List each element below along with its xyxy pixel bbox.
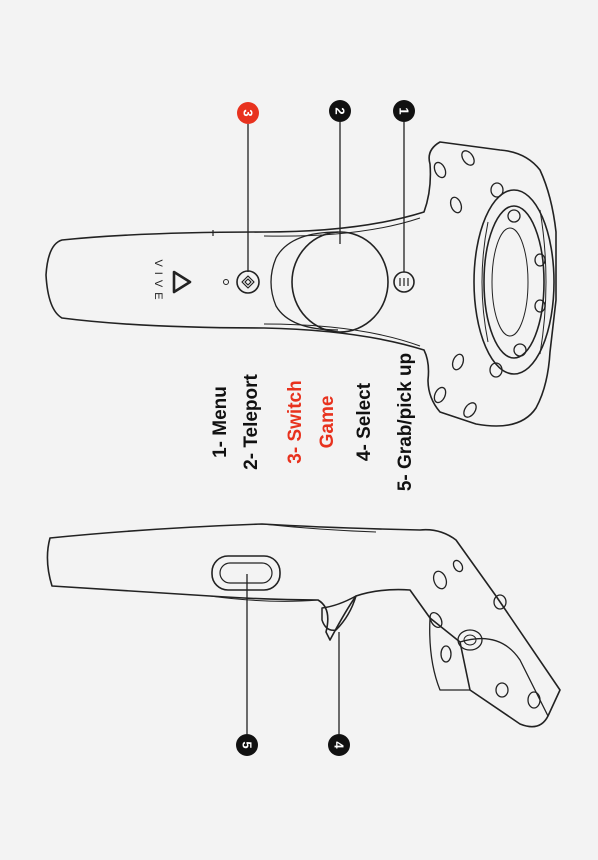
legend-item-select: 4- Select	[354, 344, 376, 422]
legend-item-teleport: 2- Teleport	[241, 326, 263, 422]
legend-item-switch-game-cont: Game	[317, 369, 339, 422]
legend-item-grab: 5- Grab/pick up	[395, 284, 417, 422]
legend-item-switch-game: 3- Switch	[285, 339, 307, 422]
legend-item-menu: 1- Menu	[210, 350, 232, 422]
